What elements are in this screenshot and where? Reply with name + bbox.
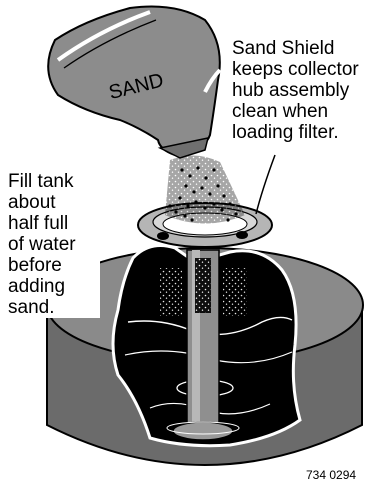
figure-number: 734 0294	[306, 468, 356, 482]
sand-shield-callout: Sand Shield keeps collector hub assembly…	[232, 38, 380, 143]
fill-tank-callout: Fill tank about half full of water befor…	[8, 171, 100, 318]
sand-shield-leader-line	[256, 155, 275, 214]
sand-bag: SAND	[48, 7, 220, 159]
sand-stream	[165, 155, 245, 223]
